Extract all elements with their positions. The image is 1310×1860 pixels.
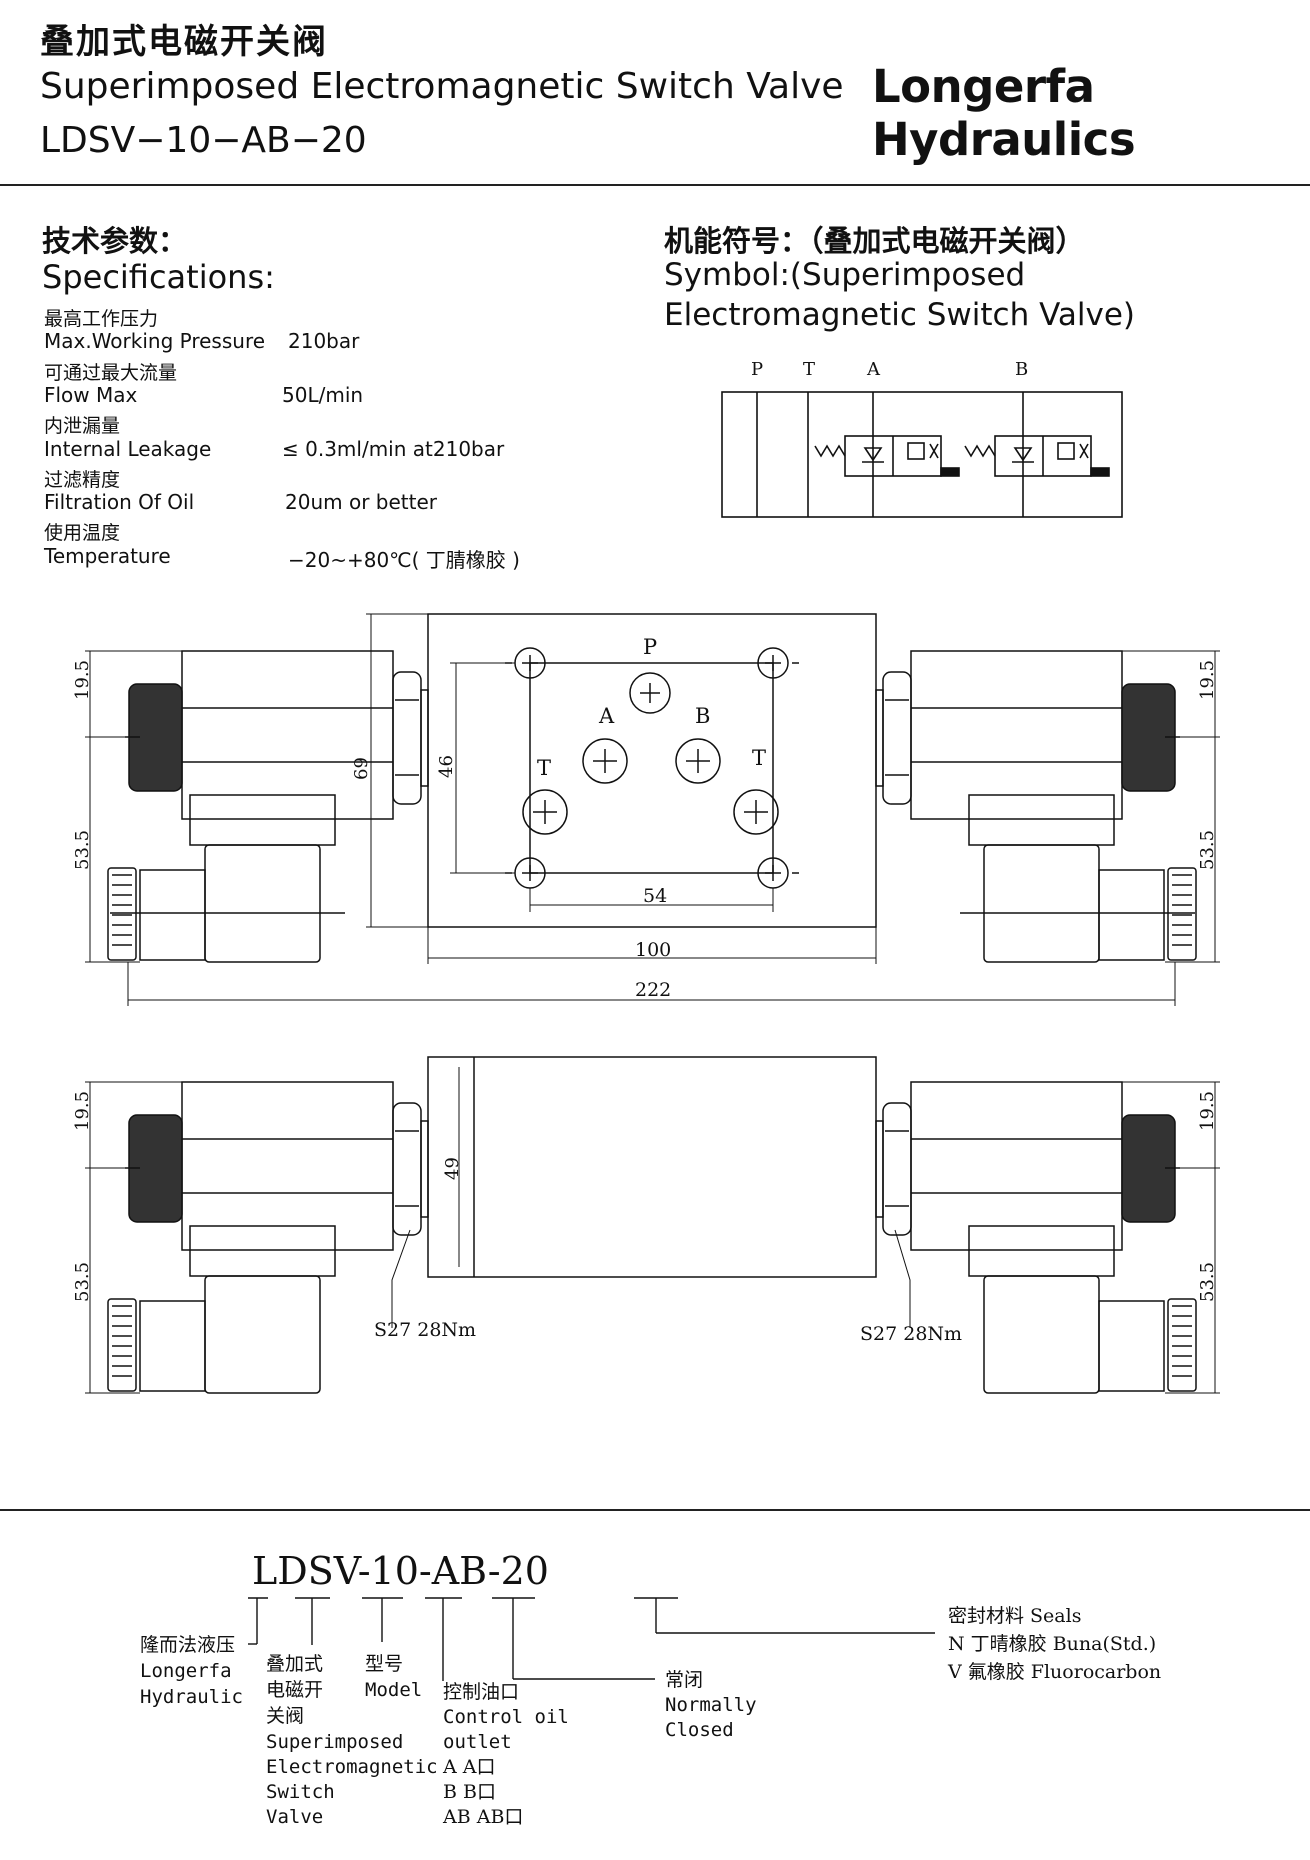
model-en: Model xyxy=(365,1679,422,1701)
port-label: P xyxy=(751,359,763,380)
spec-value: −20~+80℃( 丁腈橡胶 ) xyxy=(288,548,520,572)
port-label-t: T xyxy=(537,756,551,780)
port-a xyxy=(582,738,628,784)
seals-option: N 丁晴橡胶 Buna(Std.) xyxy=(948,1633,1156,1655)
spec-label-en: Max.Working Pressure xyxy=(44,329,266,353)
dim-100: 100 xyxy=(635,939,671,961)
outlet-option: A A口 xyxy=(442,1756,495,1778)
dim-49: 49 xyxy=(442,1157,463,1180)
dim-222: 222 xyxy=(635,979,671,1001)
brand-en: Longerfa xyxy=(140,1660,232,1682)
dim-46: 46 xyxy=(436,755,457,778)
type-zh: 关阀 xyxy=(266,1705,304,1727)
port-label: T xyxy=(803,359,815,380)
nc-en: Normally xyxy=(665,1694,757,1716)
symbol-frame xyxy=(721,391,1123,518)
dim-53-5: 53.5 xyxy=(1197,1262,1218,1302)
outlet-option: B B口 xyxy=(443,1781,496,1803)
spec-label-zh: 可通过最大流量 xyxy=(44,362,178,384)
header-divider xyxy=(0,184,1310,186)
spec-value: 50L/min xyxy=(282,383,364,407)
port-b xyxy=(675,738,721,784)
ordering-model: LDSV-10-AB-20 xyxy=(252,1549,549,1593)
valve-body xyxy=(427,613,877,928)
spec-label-en: Flow Max xyxy=(44,383,138,407)
side-view-drawing xyxy=(85,1056,1220,1394)
symbol-heading-zh: 机能符号：（叠加式电磁开关阀） xyxy=(664,224,1085,258)
spec-label-zh: 使用温度 xyxy=(44,522,121,544)
spec-value: 210bar xyxy=(288,329,360,353)
spec-label-en: Filtration Of Oil xyxy=(44,490,195,514)
title-zh: 叠加式电磁开关阀 xyxy=(40,22,328,62)
dim-19-5: 19.5 xyxy=(72,660,93,700)
model-number: LDSV−10−AB−20 xyxy=(40,120,367,161)
port-pattern xyxy=(529,662,774,874)
outlet-option: AB AB口 xyxy=(442,1806,523,1828)
port-label: A xyxy=(866,359,881,380)
dim-54: 54 xyxy=(643,885,667,907)
top-view-labels: P A B T T 54 100 222 19.5 53.5 19.5 53.5… xyxy=(72,635,1218,1001)
dim-53-5: 53.5 xyxy=(72,1262,93,1302)
brand-name: Longerfa Hydraulics xyxy=(872,60,1136,166)
side-view-labels: 19.5 53.5 19.5 53.5 49 S27 28Nm S27 28Nm xyxy=(72,1091,1218,1345)
dim-19-5: 19.5 xyxy=(1197,660,1218,700)
hydraulic-symbol: P T A B xyxy=(721,359,1123,518)
specs-heading-en: Specifications: xyxy=(42,258,275,296)
specs-heading-zh: 技术参数： xyxy=(42,224,188,258)
port-t-right xyxy=(733,789,779,835)
port-label-a: A xyxy=(598,704,615,728)
type-zh: 叠加式 xyxy=(266,1653,323,1675)
brand-en: Hydraulic xyxy=(140,1686,243,1708)
title-en: Superimposed Electromagnetic Switch Valv… xyxy=(40,66,844,107)
dim-53-5: 53.5 xyxy=(1197,830,1218,870)
nc-zh: 常闭 xyxy=(665,1669,703,1691)
outlet-zh: 控制油口 xyxy=(443,1681,519,1703)
outlet-en: outlet xyxy=(443,1731,512,1753)
type-en: Switch xyxy=(266,1781,335,1803)
spec-label-en: Temperature xyxy=(44,544,171,568)
dim-53-5: 53.5 xyxy=(72,830,93,870)
port-t-left xyxy=(522,789,568,835)
seals-title: 密封材料 Seals xyxy=(948,1605,1081,1627)
spec-value: ≤ 0.3ml/min at210bar xyxy=(282,437,505,461)
brand-zh: 隆而法液压 xyxy=(140,1634,235,1656)
port-label-p: P xyxy=(643,635,657,659)
spec-label-zh: 内泄漏量 xyxy=(44,415,121,437)
type-zh: 电磁开 xyxy=(266,1679,323,1701)
spec-label-en: Internal Leakage xyxy=(44,437,212,461)
dim-19-5: 19.5 xyxy=(72,1091,93,1131)
ordering-code: LDSV-10-AB-20 xyxy=(252,1549,549,1593)
ordering-legend: 隆而法液压 Longerfa Hydraulic 叠加式 电磁开 关阀 Supe… xyxy=(140,1605,1161,1828)
valve-body-side xyxy=(427,1056,877,1278)
torque-label: S27 28Nm xyxy=(374,1319,476,1341)
symbol-heading-en: Symbol:(Superimposed xyxy=(664,257,1026,293)
spec-label-zh: 过滤精度 xyxy=(44,469,121,491)
dim-19-5: 19.5 xyxy=(1197,1091,1218,1131)
spec-value: 20um or better xyxy=(285,490,437,514)
torque-label: S27 28Nm xyxy=(860,1323,962,1345)
dim-69: 69 xyxy=(351,757,372,780)
type-en: Valve xyxy=(266,1806,323,1828)
port-label-t: T xyxy=(752,746,766,770)
spec-label-zh: 最高工作压力 xyxy=(44,308,159,330)
seals-option: V 氟橡胶 Fluorocarbon xyxy=(947,1661,1161,1683)
top-view-drawing xyxy=(85,613,1220,1006)
nc-en: Closed xyxy=(665,1719,734,1741)
outlet-en: Control oil xyxy=(443,1706,569,1728)
ordering-leaders xyxy=(248,1597,935,1681)
port-p xyxy=(629,672,671,714)
symbol-heading-en: Electromagnetic Switch Valve) xyxy=(664,297,1136,333)
model-zh: 型号 xyxy=(365,1653,403,1675)
type-en: Superimposed xyxy=(266,1731,403,1753)
type-en: Electromagnetic xyxy=(266,1756,438,1778)
port-label: B xyxy=(1015,359,1028,380)
port-label-b: B xyxy=(695,704,710,728)
